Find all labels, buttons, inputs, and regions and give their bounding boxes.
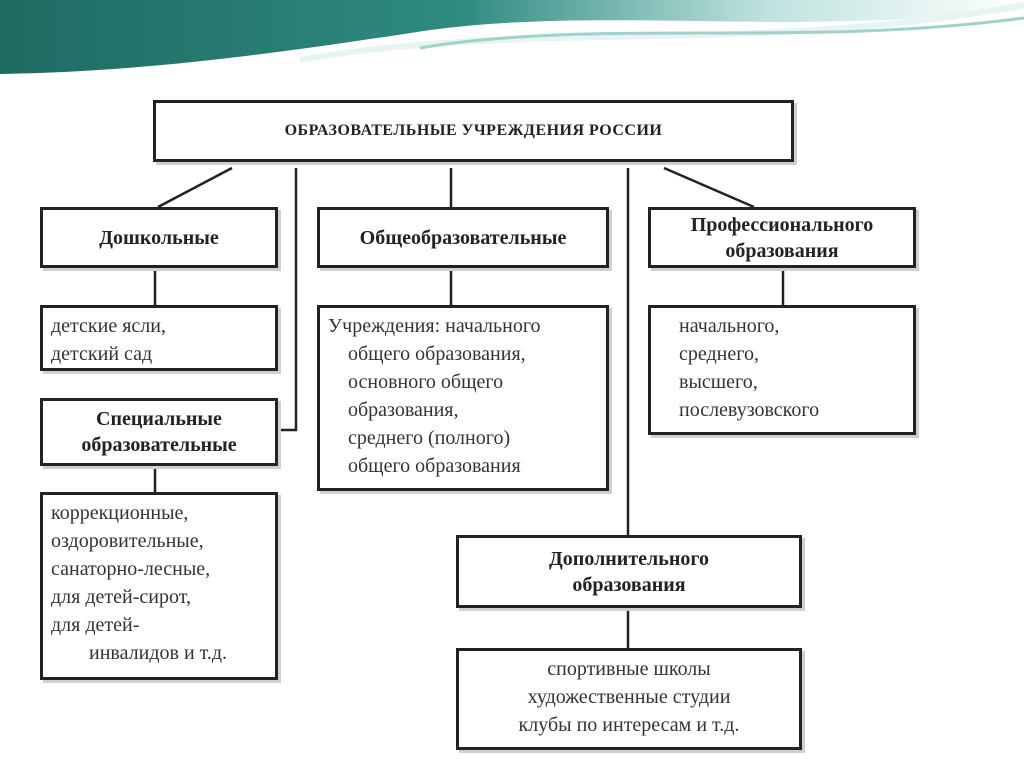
special-item: для детей-сирот, bbox=[51, 586, 191, 608]
additional-item: художественные студии bbox=[527, 686, 731, 708]
professional-item: высшего, bbox=[679, 371, 758, 393]
preschool-item: детские ясли, bbox=[51, 315, 166, 337]
special-content: коррекционные, оздоровительные, санаторн… bbox=[40, 492, 278, 680]
professional-heading-line: Профессионального bbox=[690, 213, 874, 236]
special-heading-line: образовательные bbox=[81, 434, 237, 456]
additional-heading-line: Дополнительного bbox=[549, 547, 709, 570]
additional-item: клубы по интересам и т.д. bbox=[518, 714, 740, 736]
general-item: общего образования, bbox=[348, 343, 526, 365]
preschool-item: детский сад bbox=[51, 343, 153, 365]
additional-content: спортивные школы художественные студии к… bbox=[456, 648, 802, 750]
professional-header: Профессионального образования bbox=[648, 207, 916, 268]
general-item: общего образования bbox=[348, 455, 521, 477]
special-item: оздоровительные, bbox=[51, 530, 204, 552]
preschool-header: Дошкольные bbox=[40, 207, 278, 268]
general-content: Учреждения: начального общего образовани… bbox=[317, 305, 609, 491]
special-item: санаторно-лесные, bbox=[51, 558, 211, 580]
additional-heading-line: образования bbox=[572, 573, 686, 596]
special-header: Специальные образовательные bbox=[40, 398, 278, 466]
preschool-heading-line: Дошкольные bbox=[99, 226, 219, 249]
special-item: инвалидов и т.д. bbox=[89, 642, 228, 664]
general-item: Учреждения: начального bbox=[328, 315, 541, 337]
general-item: образования, bbox=[348, 399, 459, 421]
general-heading-line: Общеобразовательные bbox=[359, 226, 567, 249]
professional-heading-line: образования bbox=[725, 239, 839, 262]
professional-item: послевузовского bbox=[679, 399, 820, 421]
additional-header: Дополнительного образования bbox=[456, 535, 802, 608]
decorative-banner bbox=[0, 0, 1024, 74]
root-box: ОБРАЗОВАТЕЛЬНЫЕ УЧРЕЖДЕНИЯ РОССИИ bbox=[153, 100, 794, 162]
additional-item: спортивные школы bbox=[547, 658, 711, 680]
special-heading-line: Специальные bbox=[96, 408, 222, 430]
preschool-content: детские ясли, детский сад bbox=[40, 305, 278, 371]
general-header: Общеобразовательные bbox=[317, 207, 609, 268]
professional-item: начального, bbox=[679, 315, 780, 337]
special-item: для детей- bbox=[51, 614, 140, 636]
professional-content: начального, среднего, высшего, послевузо… bbox=[648, 305, 916, 435]
professional-item: среднего, bbox=[679, 343, 759, 365]
general-item: среднего (полного) bbox=[348, 427, 511, 449]
root-title: ОБРАЗОВАТЕЛЬНЫЕ УЧРЕЖДЕНИЯ РОССИИ bbox=[284, 122, 663, 139]
general-item: основного общего bbox=[348, 371, 504, 393]
special-item: коррекционные, bbox=[51, 502, 189, 524]
